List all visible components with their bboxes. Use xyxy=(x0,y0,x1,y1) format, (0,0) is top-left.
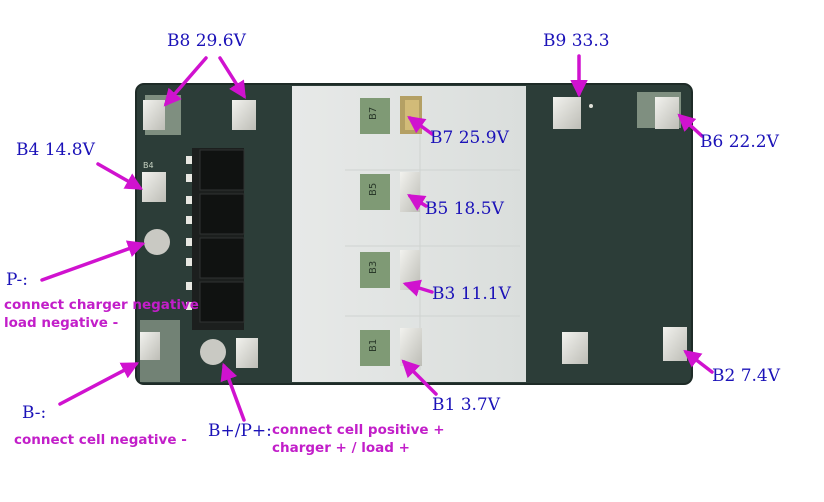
annotation-arrows xyxy=(40,54,714,422)
silk-b3: B3 xyxy=(368,261,379,274)
pads xyxy=(140,97,687,368)
pad-b9 xyxy=(553,97,581,129)
arrow-b5 xyxy=(407,194,428,211)
arrow-b6 xyxy=(677,113,704,138)
arrow-b1 xyxy=(401,359,438,396)
label-b2: B2 7.4V xyxy=(712,366,781,386)
note-b-plus-line1: connect cell positive + xyxy=(272,422,445,438)
label-b8: B8 29.6V xyxy=(167,31,246,51)
mosfet-array xyxy=(186,148,245,330)
silk-b1: B1 xyxy=(368,339,379,352)
label-b4: B4 14.8V xyxy=(16,140,95,160)
pad-b2 xyxy=(663,327,687,361)
silk-b4: B4 xyxy=(143,161,154,170)
label-b1: B1 3.7V xyxy=(432,395,501,415)
label-b-plus: B+/P+: xyxy=(208,421,272,441)
pad-b-plus xyxy=(200,339,226,365)
arrow-b7 xyxy=(407,115,434,136)
silk-b7: B7 xyxy=(368,107,379,120)
label-p-minus: P-: xyxy=(6,270,28,290)
pad-b2-left xyxy=(562,332,588,364)
pad-b-plus-right xyxy=(236,338,258,368)
pad-b-minus xyxy=(140,332,160,360)
note-p-minus-line2: load negative - xyxy=(4,315,119,332)
label-b7: B7 25.9V xyxy=(430,128,509,148)
arrow-b2 xyxy=(683,349,714,374)
note-p-minus-line1: connect charger negative xyxy=(4,297,199,313)
arrow-b4 xyxy=(96,162,144,190)
pad-b6 xyxy=(655,97,679,129)
note-b-minus: connect cell negative - xyxy=(14,431,187,449)
note-b-plus-line2: charger + / load + xyxy=(272,440,410,457)
label-b-minus: B-: xyxy=(22,403,47,423)
label-b6: B6 22.2V xyxy=(700,132,779,152)
note-b-minus-line1: connect cell negative - xyxy=(14,432,187,448)
arrow-b-plus xyxy=(220,362,246,422)
arrow-b3 xyxy=(402,279,434,297)
pad-p-minus xyxy=(144,229,170,255)
pcb-board xyxy=(135,83,693,385)
pad-b8-right xyxy=(232,100,256,130)
pad-b8 xyxy=(143,100,165,130)
label-b9: B9 33.3 xyxy=(543,31,610,51)
label-b5: B5 18.5V xyxy=(425,199,504,219)
arrow-b8-right xyxy=(218,56,246,99)
note-b-plus: connect cell positive + charger + / load… xyxy=(272,421,445,457)
arrow-p-minus xyxy=(40,240,146,282)
arrow-b-minus xyxy=(58,362,140,406)
silk-b5: B5 xyxy=(368,183,379,196)
pad-b4 xyxy=(142,172,166,202)
label-b3: B3 11.1V xyxy=(432,284,511,304)
note-p-minus: connect charger negative load negative - xyxy=(4,296,199,332)
arrow-b8-left xyxy=(163,56,208,107)
